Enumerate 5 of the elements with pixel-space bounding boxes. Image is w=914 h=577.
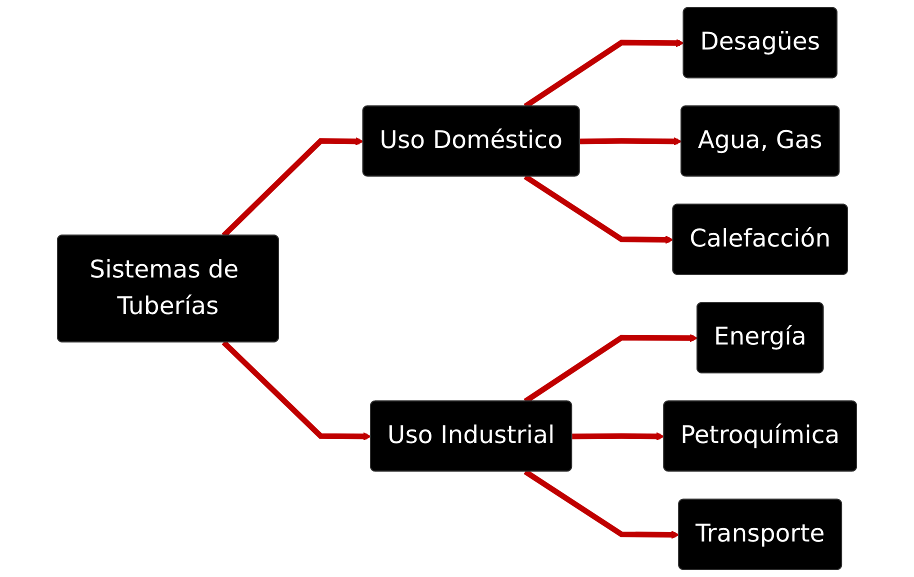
arrow [524,174,674,244]
arrow [572,432,664,441]
arrow [222,340,372,441]
arrow [524,469,680,539]
arrow [580,137,682,146]
